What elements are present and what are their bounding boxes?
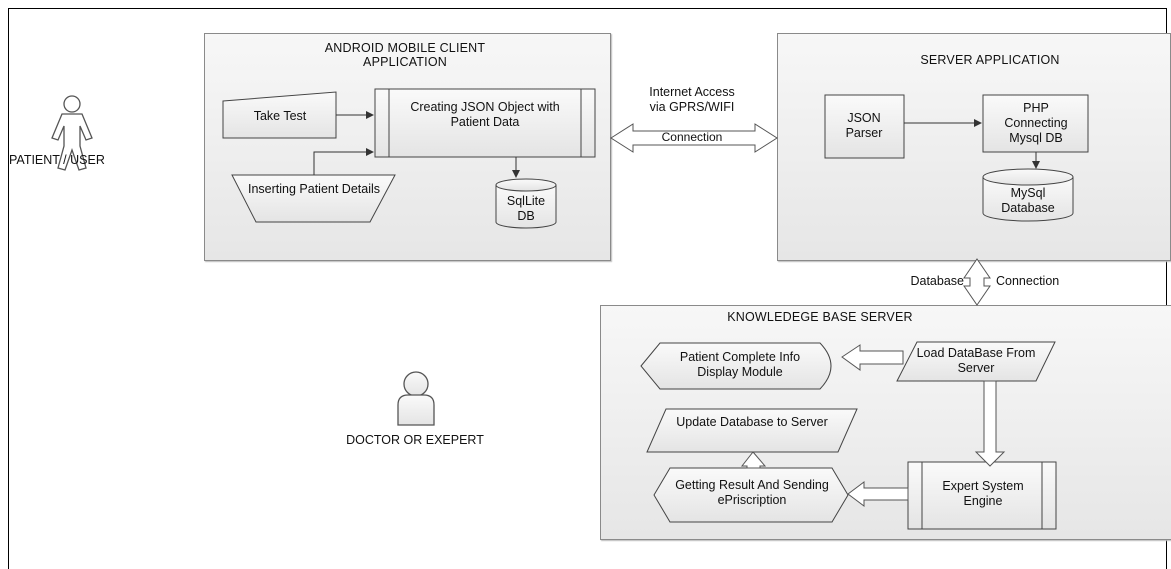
database-link-label: Database xyxy=(910,274,964,288)
patient-info-display-shape xyxy=(640,342,832,390)
load-database-shape xyxy=(896,341,1056,382)
patient-user-label: PATIENT / USER xyxy=(9,153,105,167)
patient-info-label: Patient Complete Info Display Module xyxy=(679,350,801,379)
mysql-db-shape xyxy=(982,168,1074,222)
arrow-engine-to-result xyxy=(847,481,909,507)
mysql-label: MySql Database xyxy=(1001,186,1055,215)
inserting-details-shape xyxy=(231,174,396,223)
json-parser-label: JSON Parser xyxy=(845,111,883,140)
connection-link-label: Connection xyxy=(996,274,1060,288)
internet-access-label: Internet Access via GPRS/WIFI xyxy=(649,85,735,114)
json-parser-shape xyxy=(824,94,905,159)
server-panel-title: SERVER APPLICATION xyxy=(920,53,1060,67)
load-db-label: Load DataBase From Server xyxy=(916,346,1036,375)
php-shape xyxy=(982,94,1089,153)
take-test-shape xyxy=(222,91,337,139)
php-label: PHP Connecting Mysql DB xyxy=(1004,101,1068,145)
internet-connection-arrow xyxy=(610,123,778,153)
sqlite-label: SqlLite DB xyxy=(506,194,546,223)
getting-result-shape xyxy=(653,467,849,523)
take-test-label: Take Test xyxy=(253,109,307,123)
android-panel-title: ANDROID MOBILE CLIENT APPLICATION xyxy=(324,41,486,69)
diagram-shapes xyxy=(51,88,1089,530)
sqlite-db-shape xyxy=(495,178,557,229)
update-database-parallelogram xyxy=(646,408,858,453)
patient-actor-icon xyxy=(51,95,93,171)
doctor-expert-label: DOCTOR OR EXEPERT xyxy=(346,433,484,447)
creating-json-label: Creating JSON Object with Patient Data xyxy=(410,100,560,129)
arrow-load-to-engine xyxy=(974,380,1006,467)
doctor-actor-icon xyxy=(397,371,435,426)
creating-json-shape xyxy=(374,88,596,158)
page-frame xyxy=(8,8,1167,569)
update-db-label: Update Database to Server xyxy=(676,415,828,429)
getting-result-label: Getting Result And Sending ePriscription xyxy=(675,478,829,507)
connection-label: Connection xyxy=(661,130,723,144)
arrow-load-to-info xyxy=(841,344,904,371)
kb-panel-title: KNOWLEDEGE BASE SERVER xyxy=(727,310,913,324)
expert-engine-label: Expert System Engine xyxy=(942,479,1024,508)
inserting-details-label: Inserting Patient Details xyxy=(247,182,380,196)
arrow-result-to-update xyxy=(740,451,767,469)
database-connection-arrow xyxy=(963,258,991,306)
